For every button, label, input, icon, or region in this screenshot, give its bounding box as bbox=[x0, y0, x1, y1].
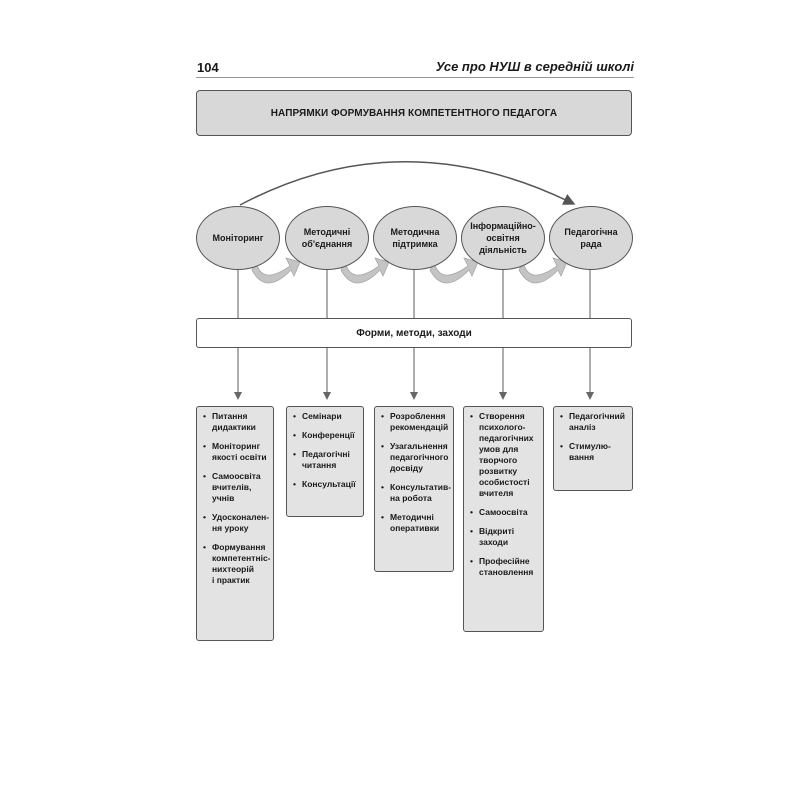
direction-label: Моніторинг bbox=[212, 233, 264, 243]
curved-arrow-1 bbox=[251, 257, 301, 284]
list-item: Консультатив- на робота bbox=[381, 482, 451, 504]
list-item: Моніторинг якості освіти bbox=[203, 441, 267, 463]
list-item: Розроблення рекомендацій bbox=[381, 411, 448, 433]
list-item: Педагогічний аналіз bbox=[560, 411, 626, 433]
list-item: Узагальнення педагогічного досвіду bbox=[381, 441, 448, 474]
overarching-arc bbox=[239, 161, 576, 206]
direction-label: Методичні об'єднання bbox=[301, 227, 353, 249]
diagram-title: НАПРЯМКИ ФОРМУВАННЯ КОМПЕТЕНТНОГО ПЕДАГО… bbox=[196, 90, 632, 136]
running-title: Усе про НУШ в середній школі bbox=[435, 59, 634, 74]
curved-arrow-4 bbox=[518, 257, 568, 284]
list-item: Створення психолого- педагогічних умов д… bbox=[470, 411, 537, 499]
forms-methods-box: Форми, методи, заходи bbox=[196, 318, 632, 348]
curved-arrow-3 bbox=[429, 257, 479, 284]
direction-oval-methodical-support: Методична підтримка bbox=[373, 206, 457, 270]
direction-label: Педагогічна рада bbox=[564, 227, 618, 249]
list-item: Самоосвіта bbox=[470, 507, 537, 518]
list-monitoring: Питання дидактики Моніторинг якості осві… bbox=[196, 406, 274, 641]
direction-oval-information-activity: Інформаційно- освітня діяльність bbox=[461, 206, 545, 270]
list-information-activity: Створення психолого- педагогічних умов д… bbox=[463, 406, 544, 632]
direction-label: Методична підтримка bbox=[390, 227, 440, 249]
list-item: Самоосвіта вчителів, учнів bbox=[203, 471, 267, 504]
list-item: Семінари bbox=[293, 411, 357, 422]
list-item: Професійне становлення bbox=[470, 556, 537, 578]
forms-methods-label: Форми, методи, заходи bbox=[356, 327, 472, 339]
list-item: Удосконален- ня уроку bbox=[203, 512, 269, 534]
list-pedagogical-council: Педагогічний аналіз Стимулю- вання bbox=[553, 406, 633, 491]
direction-label: Інформаційно- освітня діяльність bbox=[470, 221, 536, 255]
direction-oval-pedagogical-council: Педагогічна рада bbox=[549, 206, 633, 270]
list-item: Формування компетентніс- нихтеорій і пра… bbox=[203, 542, 271, 586]
list-item: Питання дидактики bbox=[203, 411, 267, 433]
list-methodical-support: Розроблення рекомендацій Узагальнення пе… bbox=[374, 406, 454, 572]
list-item: Стимулю- вання bbox=[560, 441, 626, 463]
list-item: Відкриті заходи bbox=[470, 526, 537, 548]
list-methodical-associations: Семінари Конференції Педагогічні читання… bbox=[286, 406, 364, 517]
list-item: Педагогічні читання bbox=[293, 449, 357, 471]
diagram-title-text: НАПРЯМКИ ФОРМУВАННЯ КОМПЕТЕНТНОГО ПЕДАГО… bbox=[270, 107, 558, 119]
header-rule bbox=[196, 77, 634, 78]
direction-oval-monitoring: Моніторинг bbox=[196, 206, 280, 270]
list-item: Конференції bbox=[293, 430, 357, 441]
page-number: 104 bbox=[197, 60, 219, 75]
list-item: Консультації bbox=[293, 479, 357, 490]
list-item: Методичні оперативки bbox=[381, 512, 447, 534]
curved-arrow-2 bbox=[340, 257, 390, 284]
direction-oval-methodical-associations: Методичні об'єднання bbox=[285, 206, 369, 270]
